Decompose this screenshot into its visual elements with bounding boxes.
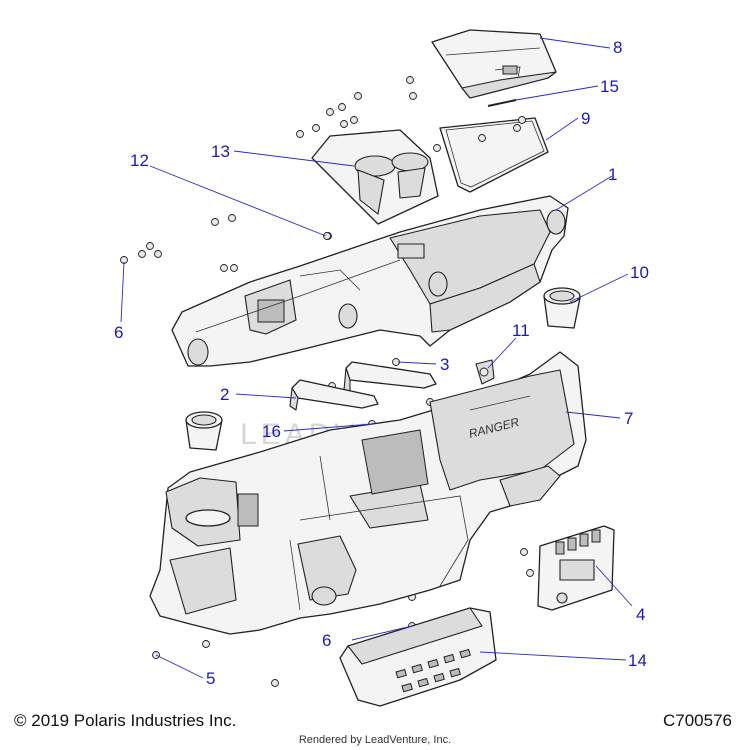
leader-lines: [120, 37, 633, 679]
part-2-bracket[interactable]: [289, 379, 379, 411]
callout-3: 3: [440, 355, 449, 374]
callout-10: 10: [630, 263, 649, 282]
callout-7: 7: [624, 409, 633, 428]
callout-6-left: 6: [114, 323, 123, 342]
part-15-pin[interactable]: [487, 99, 517, 107]
part-8-glovebox-lid[interactable]: [431, 29, 557, 99]
part-10-cup-holder[interactable]: [543, 287, 581, 329]
callout-9: 9: [581, 109, 590, 128]
part-7-lower-dash[interactable]: RANGER: [149, 351, 587, 635]
part-12-screw[interactable]: [323, 232, 331, 240]
copyright-notice: © 2019 Polaris Industries Inc.: [14, 711, 237, 730]
callout-13: 13: [211, 142, 230, 161]
part-1-upper-dash[interactable]: [171, 195, 569, 367]
callout-11: 11: [512, 321, 530, 340]
callout-14: 14: [628, 651, 647, 670]
drawing-number: C700576: [662, 711, 732, 730]
part-14-lower-trim[interactable]: [339, 607, 497, 707]
callout-4: 4: [636, 605, 645, 624]
callout-12: 12: [130, 151, 149, 170]
callout-6-bottom: 6: [322, 631, 331, 650]
callout-labels: 1 2 3 4 5 6 6 7 8 9 10 11 12 13 14 15 16: [114, 38, 649, 688]
callout-16: 16: [262, 422, 281, 441]
callout-2: 2: [220, 385, 229, 404]
callout-8: 8: [613, 38, 622, 57]
rendered-by-credit: Rendered by LeadVenture, Inc.: [298, 734, 452, 746]
part-9-seal[interactable]: [439, 117, 549, 193]
part-13-cupholder-console[interactable]: [311, 129, 439, 225]
part-11-switch[interactable]: [475, 359, 495, 385]
callout-15: 15: [600, 77, 619, 96]
part-3-bracket[interactable]: [343, 361, 437, 393]
callout-5: 5: [206, 669, 215, 688]
cup-holder-left: [185, 411, 223, 451]
part-4-instrument-bezel[interactable]: [537, 525, 615, 611]
callout-1: 1: [608, 165, 617, 184]
